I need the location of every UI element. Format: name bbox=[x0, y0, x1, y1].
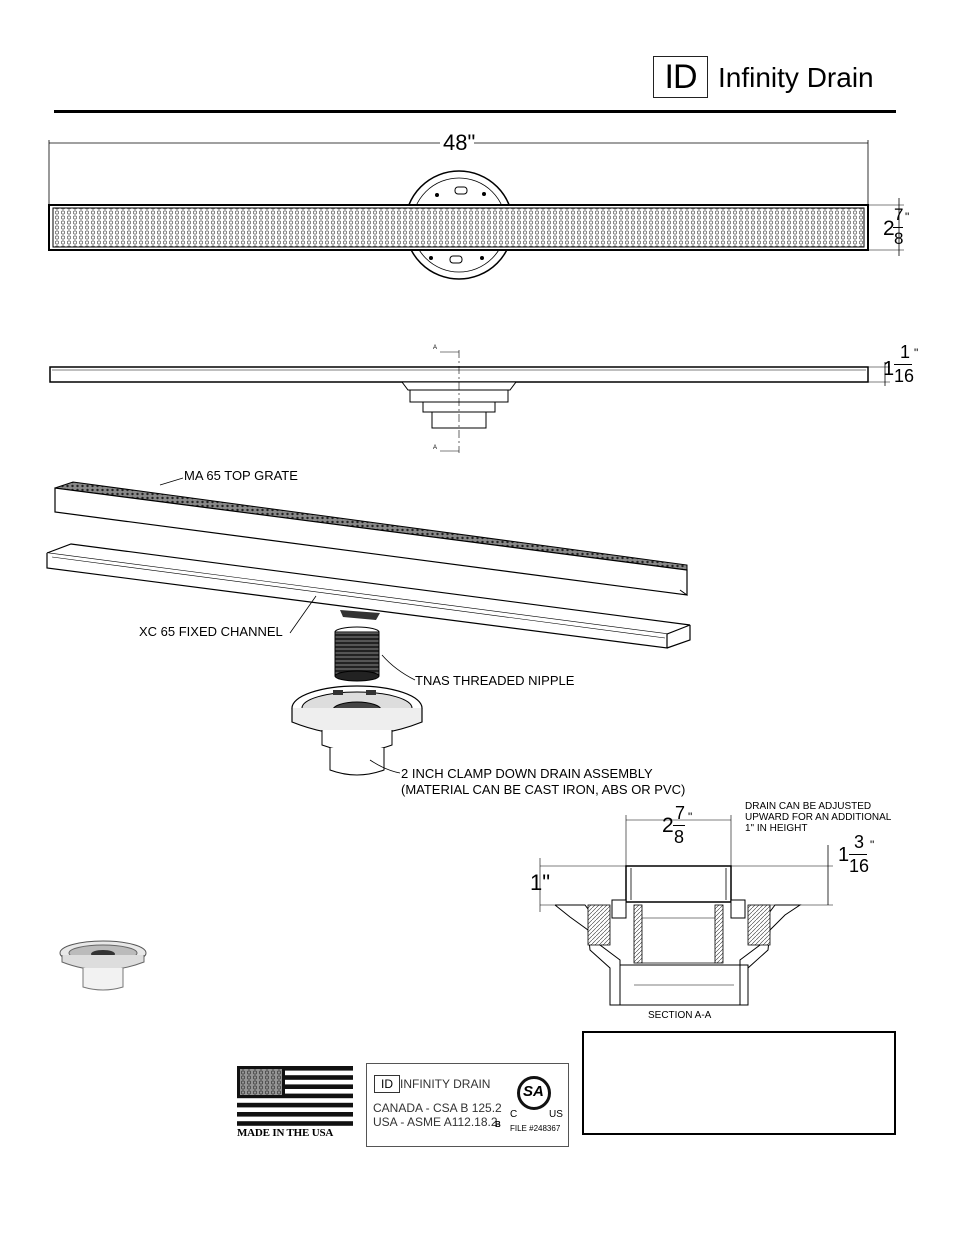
cert-usa: USA - ASME A112.18.2 bbox=[373, 1115, 498, 1129]
fraction-bar bbox=[673, 825, 685, 826]
exploded-view bbox=[46, 477, 691, 776]
logo-mark-text: ID bbox=[664, 57, 698, 96]
cert-b: B bbox=[495, 1120, 501, 1129]
section-marker-top: A bbox=[433, 345, 438, 351]
notes-box bbox=[582, 1031, 896, 1135]
callout-channel: XC 65 FIXED CHANNEL bbox=[139, 624, 283, 639]
width-numerator: 7 bbox=[894, 205, 904, 224]
drain-product-photo bbox=[59, 940, 147, 991]
section-view bbox=[539, 815, 833, 1006]
logo-mark: ID bbox=[653, 56, 708, 98]
plan-view bbox=[48, 140, 904, 280]
height-numerator: 1 bbox=[900, 342, 911, 362]
callout-drain-line1: 2 INCH CLAMP DOWN DRAIN ASSEMBLY bbox=[401, 766, 653, 781]
certification-badge: ID INFINITY DRAIN CANADA - CSA B 125.2 U… bbox=[366, 1063, 569, 1147]
height-dimension: 1 1 16 " bbox=[883, 342, 923, 390]
inch-mark: " bbox=[914, 346, 919, 360]
fraction-bar bbox=[894, 364, 912, 365]
inch-mark: " bbox=[870, 838, 875, 852]
callout-top-grate: MA 65 TOP GRATE bbox=[184, 468, 298, 483]
section-label: SECTION A-A bbox=[648, 1010, 712, 1021]
section-marker-bottom: A bbox=[433, 445, 438, 451]
adjust-dimension: 1 3 16 " bbox=[838, 832, 882, 880]
section-width-dimension: 2 7 8 " bbox=[662, 803, 702, 851]
brand-name: Infinity Drain bbox=[718, 62, 874, 93]
one-inch-dimension: 1" bbox=[530, 870, 551, 895]
height-denominator: 16 bbox=[894, 366, 915, 386]
adjust-denominator: 16 bbox=[849, 856, 870, 876]
width-denominator: 8 bbox=[894, 229, 904, 248]
inch-mark: " bbox=[905, 210, 910, 224]
usa-flag bbox=[237, 1066, 353, 1126]
width-whole: 2 bbox=[883, 217, 895, 240]
csa-c: C bbox=[510, 1109, 518, 1120]
fraction-bar bbox=[893, 227, 903, 228]
fraction-bar bbox=[849, 854, 867, 855]
adjust-numerator: 3 bbox=[854, 832, 865, 852]
csa-logo-text: SA bbox=[523, 1083, 544, 1100]
adjust-note-line2: UPWARD FOR AN ADDITIONAL bbox=[745, 812, 892, 823]
adjust-whole: 1 bbox=[838, 844, 850, 866]
callout-nipple: TNAS THREADED NIPPLE bbox=[415, 673, 575, 688]
section-width-denominator: 8 bbox=[674, 827, 685, 847]
adjust-note: DRAIN CAN BE ADJUSTED UPWARD FOR AN ADDI… bbox=[745, 801, 891, 834]
section-width-whole: 2 bbox=[662, 814, 674, 837]
inch-mark: " bbox=[688, 810, 693, 824]
height-whole: 1 bbox=[883, 358, 895, 380]
elevation-view bbox=[49, 350, 890, 453]
cert-logo-mark: ID bbox=[374, 1075, 400, 1093]
csa-us: US bbox=[549, 1109, 563, 1120]
adjust-note-line3: 1" IN HEIGHT bbox=[745, 823, 808, 834]
cert-brand: INFINITY DRAIN bbox=[400, 1077, 491, 1091]
made-in-usa-label: MADE IN THE USA bbox=[237, 1127, 334, 1139]
csa-logo: SA bbox=[517, 1076, 551, 1110]
section-width-numerator: 7 bbox=[675, 803, 686, 823]
header-rule bbox=[54, 110, 896, 113]
width-dimension: 2 7 8 " bbox=[883, 205, 913, 253]
csa-file: FILE #248367 bbox=[510, 1124, 561, 1133]
length-dimension: 48" bbox=[443, 130, 476, 155]
cert-canada: CANADA - CSA B 125.2 bbox=[373, 1101, 502, 1115]
adjust-note-line1: DRAIN CAN BE ADJUSTED bbox=[745, 801, 872, 812]
callout-drain-line2: (MATERIAL CAN BE CAST IRON, ABS OR PVC) bbox=[401, 782, 686, 797]
